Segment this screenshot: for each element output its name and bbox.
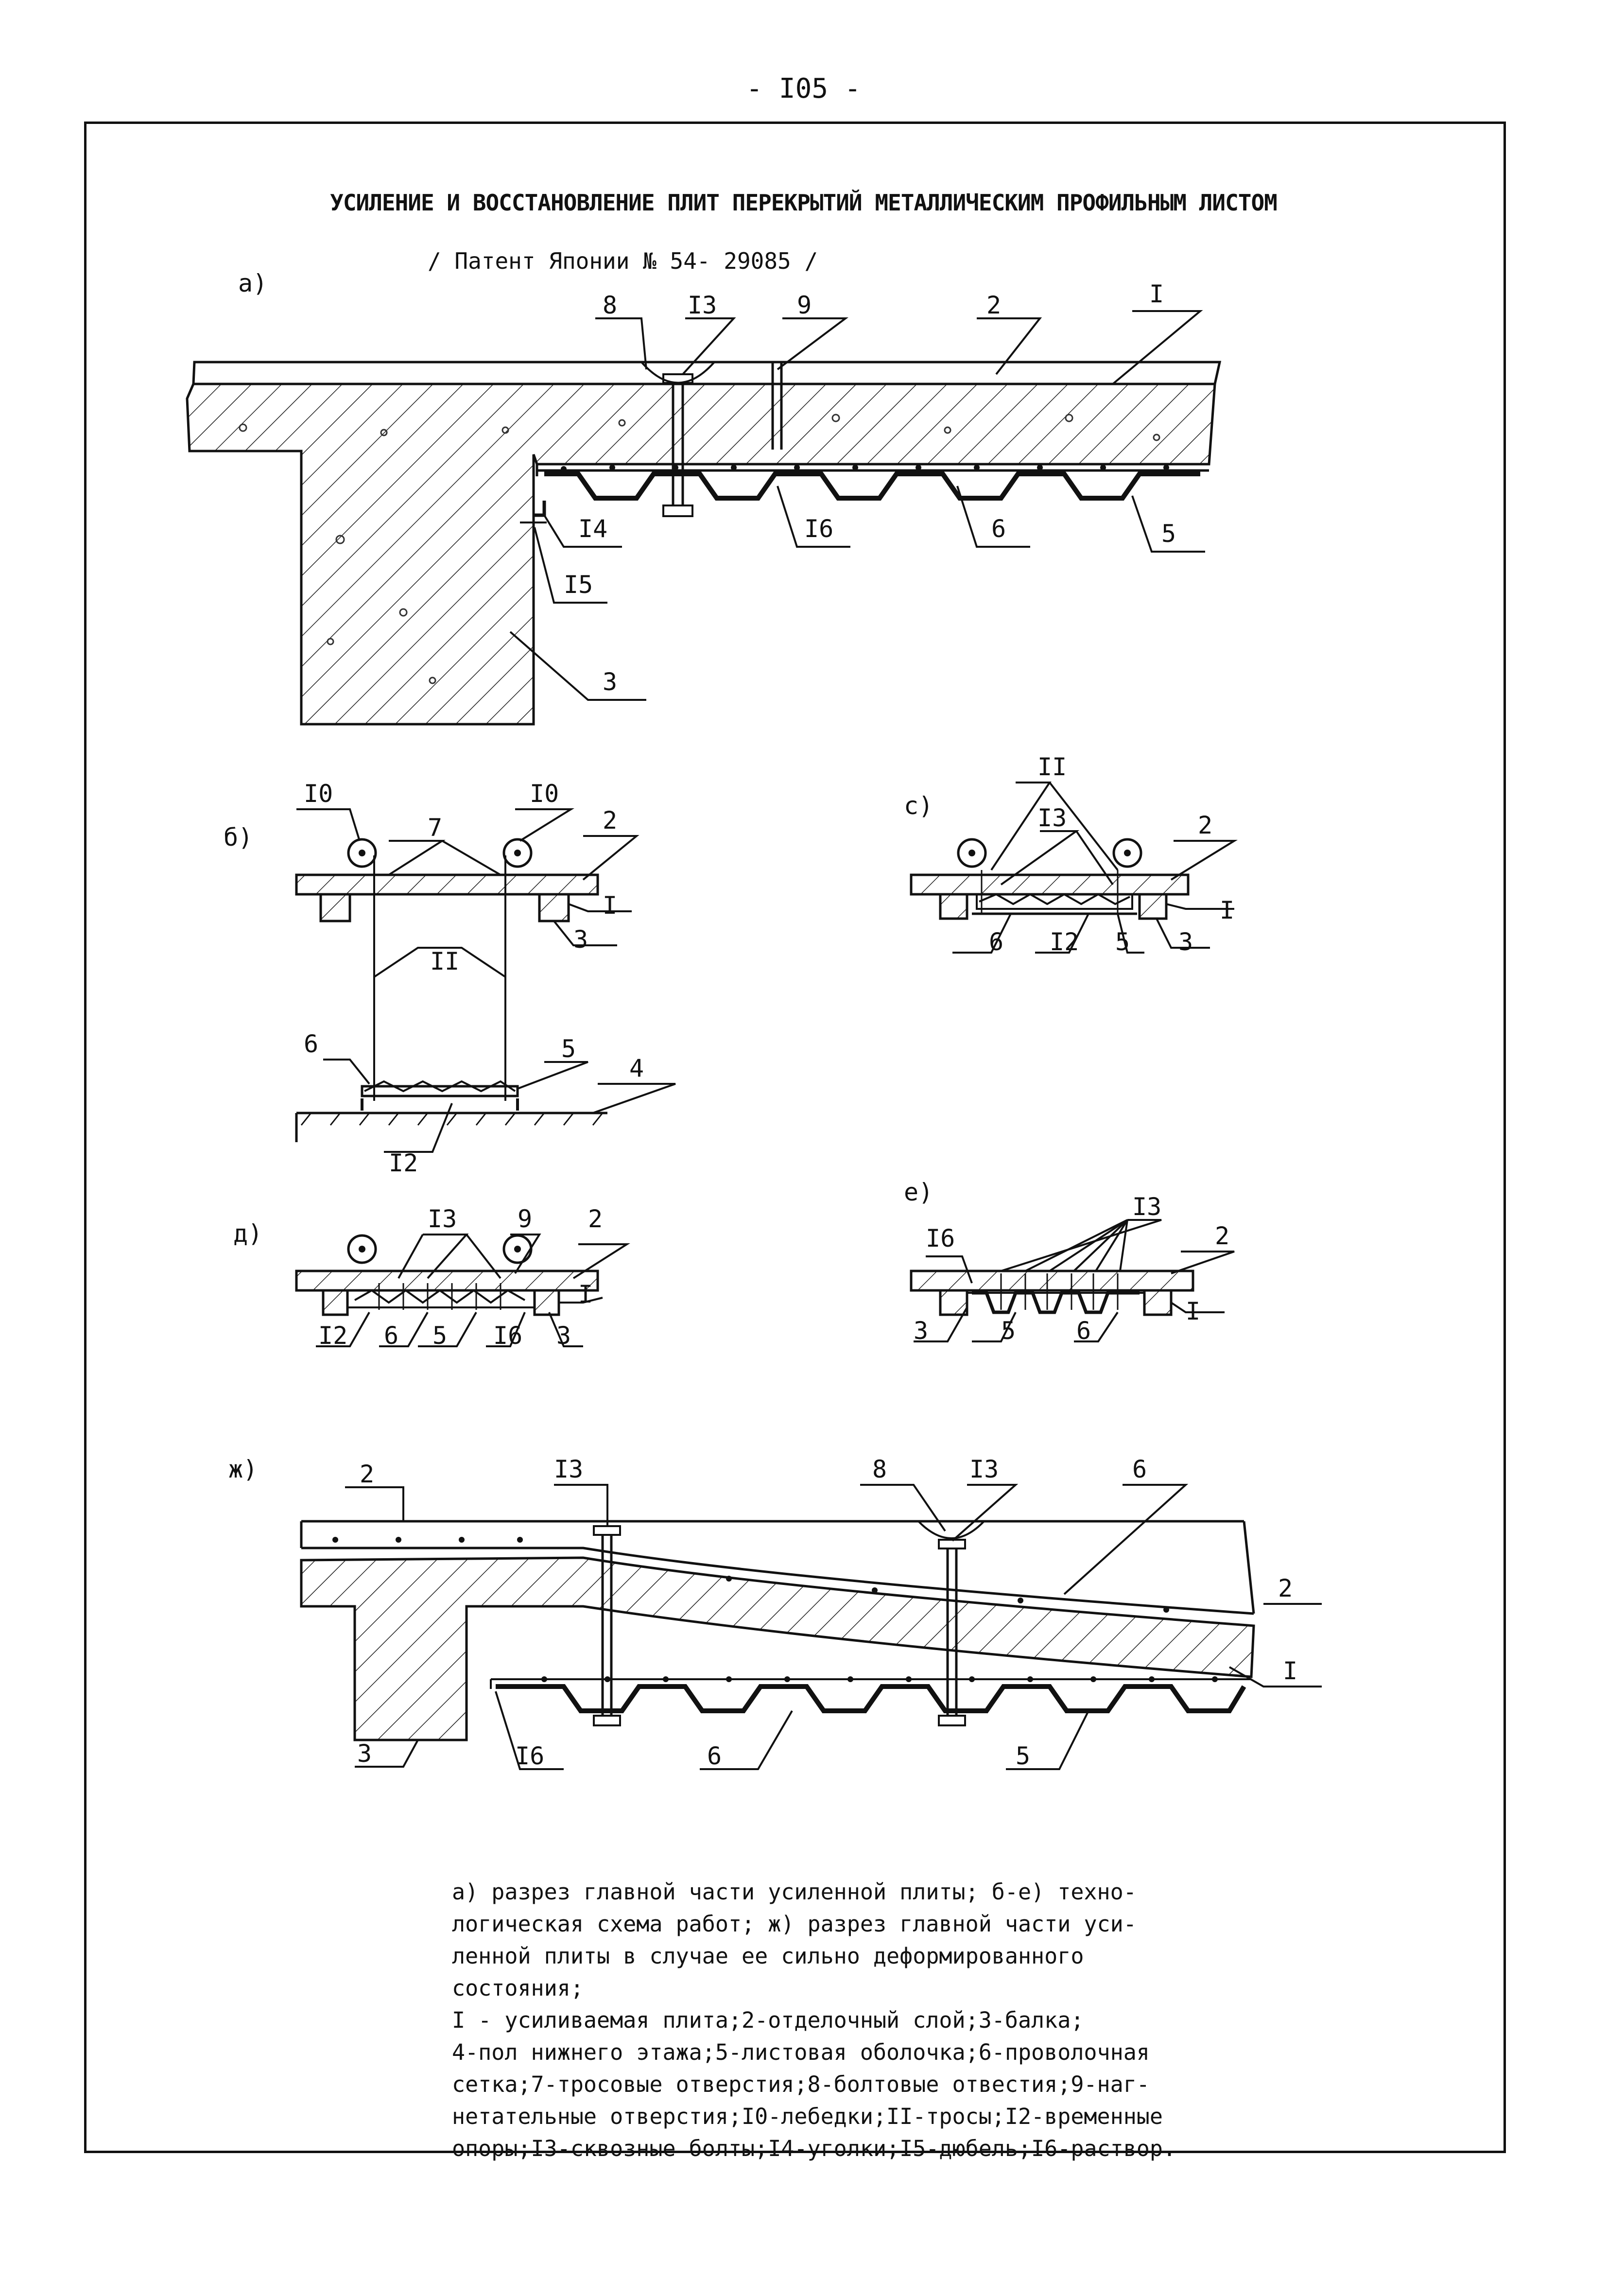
- callout-3-d: 3: [556, 1322, 571, 1350]
- detail-d: д) I3 9 2 I I2 6 5 I6 3: [233, 1205, 630, 1350]
- patent-subtitle: / Патент Японии № 54- 29085 /: [428, 248, 818, 274]
- page-number: - I05 -: [746, 73, 861, 104]
- callout-5-d: 5: [432, 1322, 447, 1350]
- drawing-frame: [84, 122, 1506, 2153]
- panel-label-d: д): [233, 1219, 262, 1248]
- callout-6-e: 6: [1076, 1317, 1091, 1345]
- callout-6-b: 6: [304, 1030, 318, 1058]
- finishing-layer-a: [192, 361, 1222, 385]
- panel-label-e: е): [904, 1178, 933, 1206]
- detail-b: б) I0 I0 7 2 I 3 II 6 5 4 I2: [224, 780, 676, 1177]
- callout-13-d: I3: [428, 1205, 457, 1233]
- callout-9-d: 9: [518, 1205, 532, 1233]
- callout-3-e: 3: [914, 1317, 928, 1345]
- callout-13-zh-left: I3: [554, 1455, 583, 1483]
- panel-label-c: с): [904, 792, 933, 820]
- legend-line: I - усиливаемая плита;2-отделочный слой;…: [452, 2007, 1084, 2033]
- callout-3-zh: 3: [357, 1739, 372, 1768]
- callout-8-a: 8: [603, 291, 617, 319]
- callout-16-zh: I6: [515, 1742, 544, 1770]
- callout-3-b: 3: [573, 925, 588, 954]
- profiled-sheet-a: [544, 471, 1200, 501]
- callout-2-c: 2: [1198, 811, 1212, 839]
- callout-10-b-left: I0: [304, 780, 333, 808]
- callout-6-zh-bottom: 6: [707, 1742, 722, 1770]
- callout-3-a: 3: [603, 668, 617, 696]
- callout-2-e: 2: [1215, 1222, 1229, 1250]
- callout-15-a: I5: [564, 571, 593, 599]
- callout-1-a: I: [1149, 280, 1164, 308]
- detail-a: а) 8 I3 9 2 I I4 I5 I6 6 5 3: [186, 269, 1222, 726]
- detail-zh: ж) 2 I3 8 I3 6 2 I 3 I6 6 5: [228, 1455, 1322, 1770]
- legend-line: состояния;: [452, 1975, 584, 2001]
- callout-2-zh-right: 2: [1278, 1574, 1293, 1602]
- callout-10-b-right: I0: [530, 780, 559, 808]
- callout-12-b: I2: [389, 1149, 418, 1177]
- callout-3-c: 3: [1178, 928, 1193, 956]
- callout-1-zh: I: [1283, 1657, 1297, 1685]
- callout-9-a: 9: [797, 291, 812, 319]
- callout-2-d: 2: [588, 1205, 603, 1233]
- callout-13-e: I3: [1132, 1193, 1161, 1221]
- callout-12-c: I2: [1050, 928, 1079, 956]
- panel-label-zh: ж): [228, 1455, 258, 1483]
- callout-13-a: I3: [688, 291, 717, 319]
- callout-2-b: 2: [603, 806, 617, 835]
- legend-line: логическая схема работ; ж) разрез главно…: [452, 1911, 1137, 1937]
- callout-16-d: I6: [493, 1322, 522, 1350]
- callout-2-zh-top: 2: [360, 1460, 374, 1488]
- panel-label-b: б): [224, 823, 253, 852]
- callout-13-zh-right: I3: [969, 1455, 999, 1483]
- callout-1-c: I: [1220, 896, 1234, 924]
- callout-16-e: I6: [926, 1224, 955, 1252]
- legend-line: 4-пол нижнего этажа;5-листовая оболочка;…: [452, 2039, 1150, 2065]
- callout-5-c: 5: [1115, 928, 1130, 956]
- panel-label-a: а): [238, 269, 267, 297]
- callout-12-d: I2: [318, 1322, 347, 1350]
- callout-2-a: 2: [986, 291, 1001, 319]
- callout-16-a: I6: [804, 515, 833, 543]
- callout-11-b: II: [430, 947, 459, 975]
- slab-and-beam-zh: [300, 1556, 1255, 1741]
- drawing-title: УСИЛЕНИЕ И ВОССТАНОВЛЕНИЕ ПЛИТ ПЕРЕКРЫТИ…: [330, 190, 1278, 216]
- callout-5-zh: 5: [1016, 1742, 1030, 1770]
- callout-5-e: 5: [1001, 1317, 1016, 1345]
- callout-1-d: I: [578, 1280, 593, 1308]
- callout-6-c: 6: [989, 928, 1003, 956]
- detail-c: с) II I3 2 I 3 6 I2 5: [904, 753, 1238, 956]
- legend-line: опоры;I3-сквозные болты;I4-уголки;I5-дюб…: [452, 2136, 1176, 2161]
- callout-5-b: 5: [561, 1035, 576, 1063]
- callout-13-c: I3: [1037, 804, 1067, 832]
- legend: а) разрез главной части усиленной плиты;…: [452, 1876, 1239, 2165]
- callout-11-c: II: [1037, 753, 1067, 781]
- callout-4-b: 4: [629, 1054, 644, 1082]
- callout-1-b: I: [603, 891, 617, 920]
- legend-line: сетка;7-тросовые отверстия;8-болтовые от…: [452, 2071, 1150, 2097]
- legend-line: а) разрез главной части усиленной плиты;…: [452, 1879, 1137, 1905]
- legend-line: нетательные отверстия;I0-лебедки;II-трос…: [452, 2104, 1163, 2129]
- detail-e: е) I3 I6 2 I 3 5 6: [904, 1178, 1235, 1345]
- profiled-sheet-zh: [496, 1684, 1246, 1713]
- callout-5-a: 5: [1161, 520, 1176, 548]
- slab-and-beam-a: [186, 383, 1216, 726]
- callout-7-b: 7: [428, 814, 442, 842]
- callout-6-a: 6: [991, 515, 1006, 543]
- callout-6-zh-top: 6: [1132, 1455, 1147, 1483]
- callout-6-d: 6: [384, 1322, 398, 1350]
- callout-1-e: I: [1186, 1297, 1200, 1325]
- callout-8-zh: 8: [872, 1455, 887, 1483]
- callout-14-a: I4: [578, 515, 607, 543]
- legend-line: ленной плиты в случае ее сильно деформир…: [452, 1943, 1084, 1969]
